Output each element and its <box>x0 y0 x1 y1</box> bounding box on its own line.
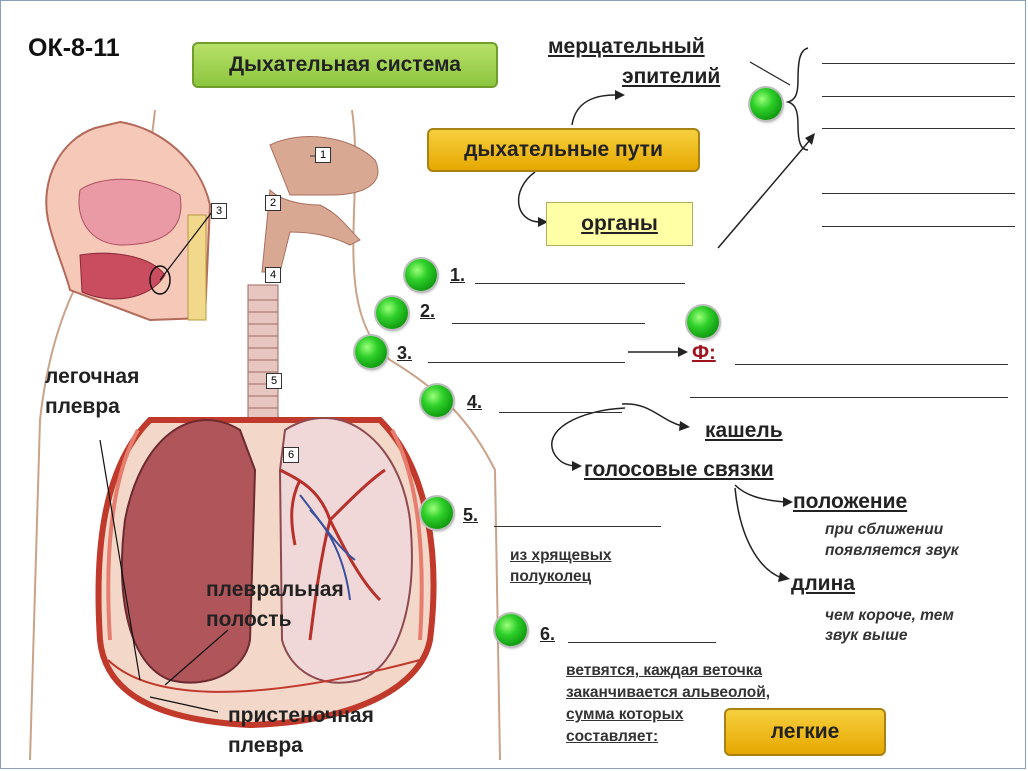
trachea-note-line2: полуколец <box>510 568 592 585</box>
bronchi-note-line3: сумма которых <box>566 706 684 723</box>
answer-line <box>822 96 1015 97</box>
answer-line <box>822 128 1015 129</box>
pleural-cavity-line2: полость <box>206 608 292 631</box>
left-lung <box>121 419 257 684</box>
bronchi-note-line4: составляет: <box>566 728 659 745</box>
length-note-line2: звук выше <box>825 627 908 644</box>
figure-tag-3: 3 <box>211 203 227 219</box>
item-number-1: 1. <box>450 265 466 285</box>
parietal-pleura-line1: пристеночная <box>228 704 374 727</box>
bronchial-tree <box>279 468 386 641</box>
pulmonary-pleura-line1: легочная <box>45 365 140 388</box>
green-dot-4[interactable] <box>421 385 453 417</box>
green-dot-1[interactable] <box>405 259 437 291</box>
topic-box: Дыхательная система <box>192 42 498 88</box>
pulmonary-pleura-line2: плевра <box>45 395 120 418</box>
bronchi-note-line1: ветвятся, каждая веточка <box>566 662 763 679</box>
position-note-line2: появляется звук <box>825 542 959 559</box>
answer-line-function-2 <box>690 397 1008 398</box>
answer-line-5 <box>494 526 661 527</box>
green-dot-2[interactable] <box>376 297 408 329</box>
pointer-pleural-cavity <box>164 629 229 686</box>
arrow-to-position <box>734 484 786 503</box>
length-label: длина <box>791 572 855 595</box>
epithelium-label-line1: мерцательный <box>548 35 705 58</box>
pharynx-organ <box>261 188 361 273</box>
organs-box: органы <box>546 202 693 246</box>
figure-tag-1: 1 <box>315 147 331 163</box>
arrow-to-cough <box>621 403 683 427</box>
answer-line-1 <box>475 283 685 284</box>
arrow-to-organs <box>518 171 541 223</box>
pointer-parietal-pleura <box>149 696 219 713</box>
item-number-3: 3. <box>397 343 413 363</box>
epithelium-label-line2: эпителий <box>622 65 721 88</box>
figure-tag-6: 6 <box>283 447 299 463</box>
answer-line-3 <box>428 362 625 363</box>
trachea-note-line1: из хрящевых <box>510 547 612 564</box>
larynx-circle <box>149 265 171 295</box>
figure-tag-2: 2 <box>265 195 281 211</box>
airways-box: дыхательные пути <box>427 128 700 172</box>
green-dot-5[interactable] <box>421 497 453 529</box>
arrow-to-lines <box>717 139 811 249</box>
vocal-cords-label: голосовые связки <box>584 458 774 481</box>
item-number-6: 6. <box>540 624 556 644</box>
answer-line-function <box>735 364 1008 365</box>
figure-tag-5: 5 <box>266 373 282 389</box>
item-number-5: 5. <box>463 505 479 525</box>
answer-line-4 <box>499 412 622 413</box>
function-label: Ф: <box>692 342 716 364</box>
bronchi-note-line2: заканчивается альвеолой, <box>566 684 771 701</box>
nasal-organ <box>269 136 379 196</box>
figure-tag-4: 4 <box>265 267 281 283</box>
green-dot-6[interactable] <box>495 614 527 646</box>
answer-line-2 <box>452 323 645 324</box>
brace <box>785 47 809 151</box>
green-dot-epithelium[interactable] <box>750 88 782 120</box>
answer-line <box>822 226 1015 227</box>
length-note-line1: чем короче, тем <box>825 607 954 624</box>
item-number-4: 4. <box>467 392 483 412</box>
cough-label: кашель <box>705 419 783 442</box>
arrow-to-epithelium <box>571 94 616 126</box>
nasal-cavity <box>78 178 182 246</box>
item-number-2: 2. <box>420 301 436 321</box>
pointer-3 <box>159 211 213 281</box>
epithelium-connector <box>749 61 791 86</box>
slide-title: ОК-8-11 <box>28 34 120 62</box>
position-note-line1: при сближении <box>825 521 944 538</box>
green-dot-3[interactable] <box>355 336 387 368</box>
answer-line-6 <box>568 642 716 643</box>
position-label: положение <box>793 490 908 513</box>
parietal-pleura-line2: плевра <box>228 734 303 757</box>
pleural-cavity-line1: плевральная <box>206 578 344 601</box>
lungs-box: легкие <box>724 708 886 756</box>
oral-cavity <box>79 252 166 300</box>
pointer-pulmonary-pleura <box>99 439 141 681</box>
arrow-to-length <box>734 487 783 579</box>
answer-line <box>822 63 1015 64</box>
pharynx <box>187 214 207 321</box>
green-dot-function[interactable] <box>687 306 719 338</box>
answer-line <box>822 193 1015 194</box>
